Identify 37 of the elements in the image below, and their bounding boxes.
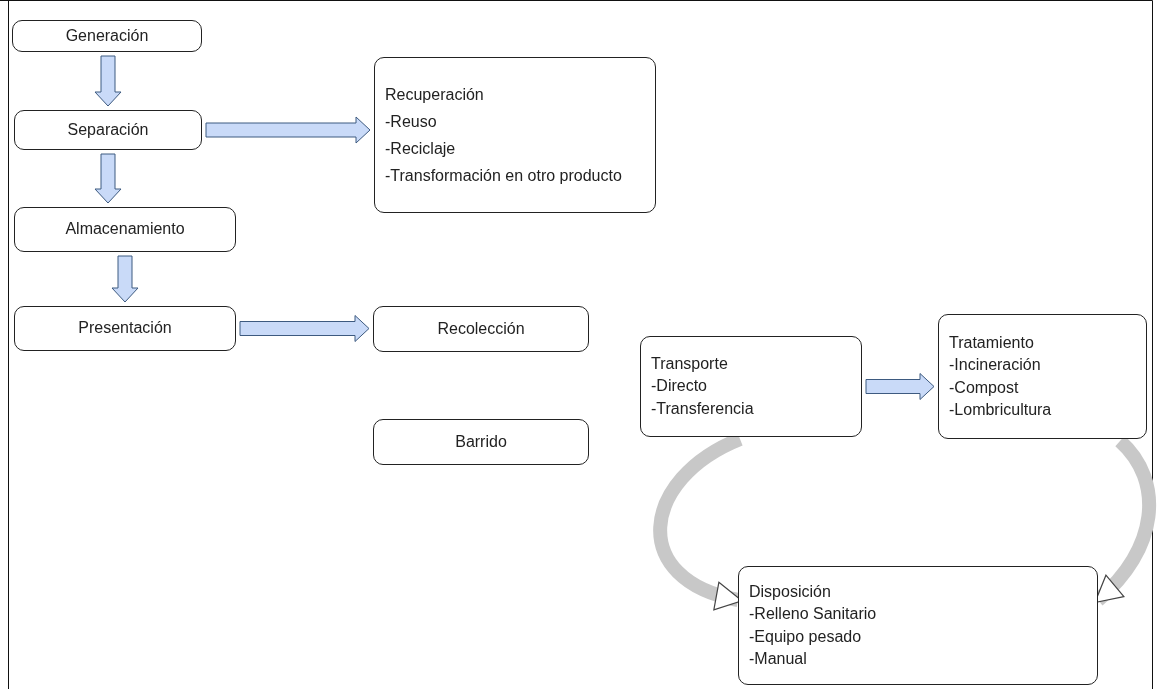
list-item: -Equipo pesado: [749, 626, 862, 647]
box-heading: Recuperación: [385, 84, 484, 105]
box-heading: Transporte: [651, 353, 728, 374]
process-box: [14, 110, 202, 150]
box-label: Presentación: [78, 318, 172, 339]
list-item: -Incineración: [949, 355, 1041, 376]
box-label: Almacenamiento: [65, 219, 185, 240]
block-arrow: [205, 116, 371, 144]
block-arrow: [865, 373, 935, 400]
block-arrow: [94, 153, 122, 204]
process-box: [374, 57, 656, 213]
list-item: -Transferencia: [651, 398, 754, 419]
list-item: -Reciclaje: [385, 139, 456, 159]
box-label: Generación: [65, 25, 149, 46]
list-item: -Compost: [949, 377, 1019, 398]
box-label: Separación: [67, 119, 149, 140]
process-box: [938, 314, 1147, 439]
box-heading: Disposición: [749, 581, 831, 602]
process-box: [12, 20, 202, 52]
block-arrow: [111, 255, 139, 303]
process-box: [14, 306, 236, 351]
block-arrow: [94, 55, 122, 107]
list-item: -Transformación en otro producto: [385, 166, 622, 187]
block-arrow: [239, 315, 370, 342]
list-item: -Relleno Sanitario: [749, 604, 877, 625]
list-item: -Manual: [749, 648, 807, 669]
process-box: [640, 336, 862, 437]
process-box: [373, 306, 589, 352]
box-label: Barrido: [455, 431, 507, 452]
list-item: -Reuso: [385, 111, 437, 132]
list-item: -Lombricultura: [949, 399, 1052, 420]
box-heading: Tratamiento: [949, 332, 1034, 353]
process-box: [14, 207, 236, 252]
list-item: -Directo: [651, 376, 707, 397]
process-box: [738, 566, 1098, 685]
box-label: Recolección: [437, 318, 525, 339]
process-box: [373, 419, 589, 465]
